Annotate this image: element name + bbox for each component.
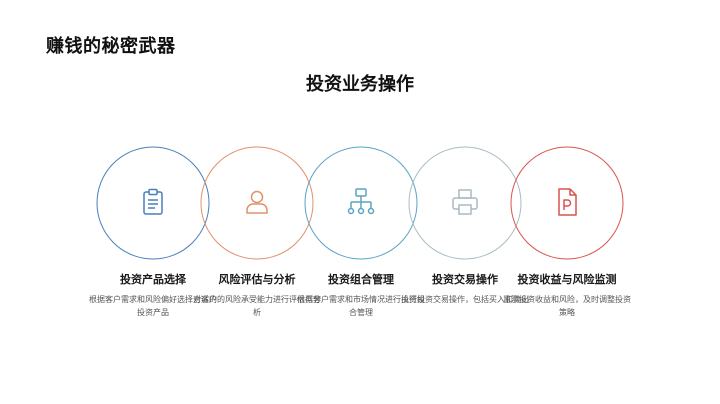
section-title: 投资业务操作: [306, 74, 414, 95]
slide-title: 赚钱的秘密武器: [46, 36, 176, 57]
step-desc: 监测投资收益和风险，及时调整投资策略: [503, 295, 631, 317]
step-desc: 对客户的风险承受能力进行评估与分析: [193, 295, 321, 317]
step-title: 风险评估与分析: [218, 273, 296, 286]
step-title: 投资产品选择: [120, 273, 186, 286]
step-title: 投资交易操作: [432, 273, 498, 286]
printer-icon: [452, 189, 478, 215]
step-desc: 执行投资交易操作，包括买入和卖出: [401, 295, 529, 304]
pdf-file-icon: [558, 188, 577, 216]
user-icon: [246, 190, 268, 214]
step-title: 投资组合管理: [328, 273, 394, 286]
step-desc: 根据客户需求和市场情况进行投资组合管理: [297, 295, 425, 317]
step-title: 投资收益与风险监测: [517, 273, 617, 286]
hierarchy-icon: [347, 188, 375, 215]
step-desc: 根据客户需求和风险偏好选择合适的投资产品: [89, 295, 217, 317]
clipboard-icon: [143, 188, 163, 215]
